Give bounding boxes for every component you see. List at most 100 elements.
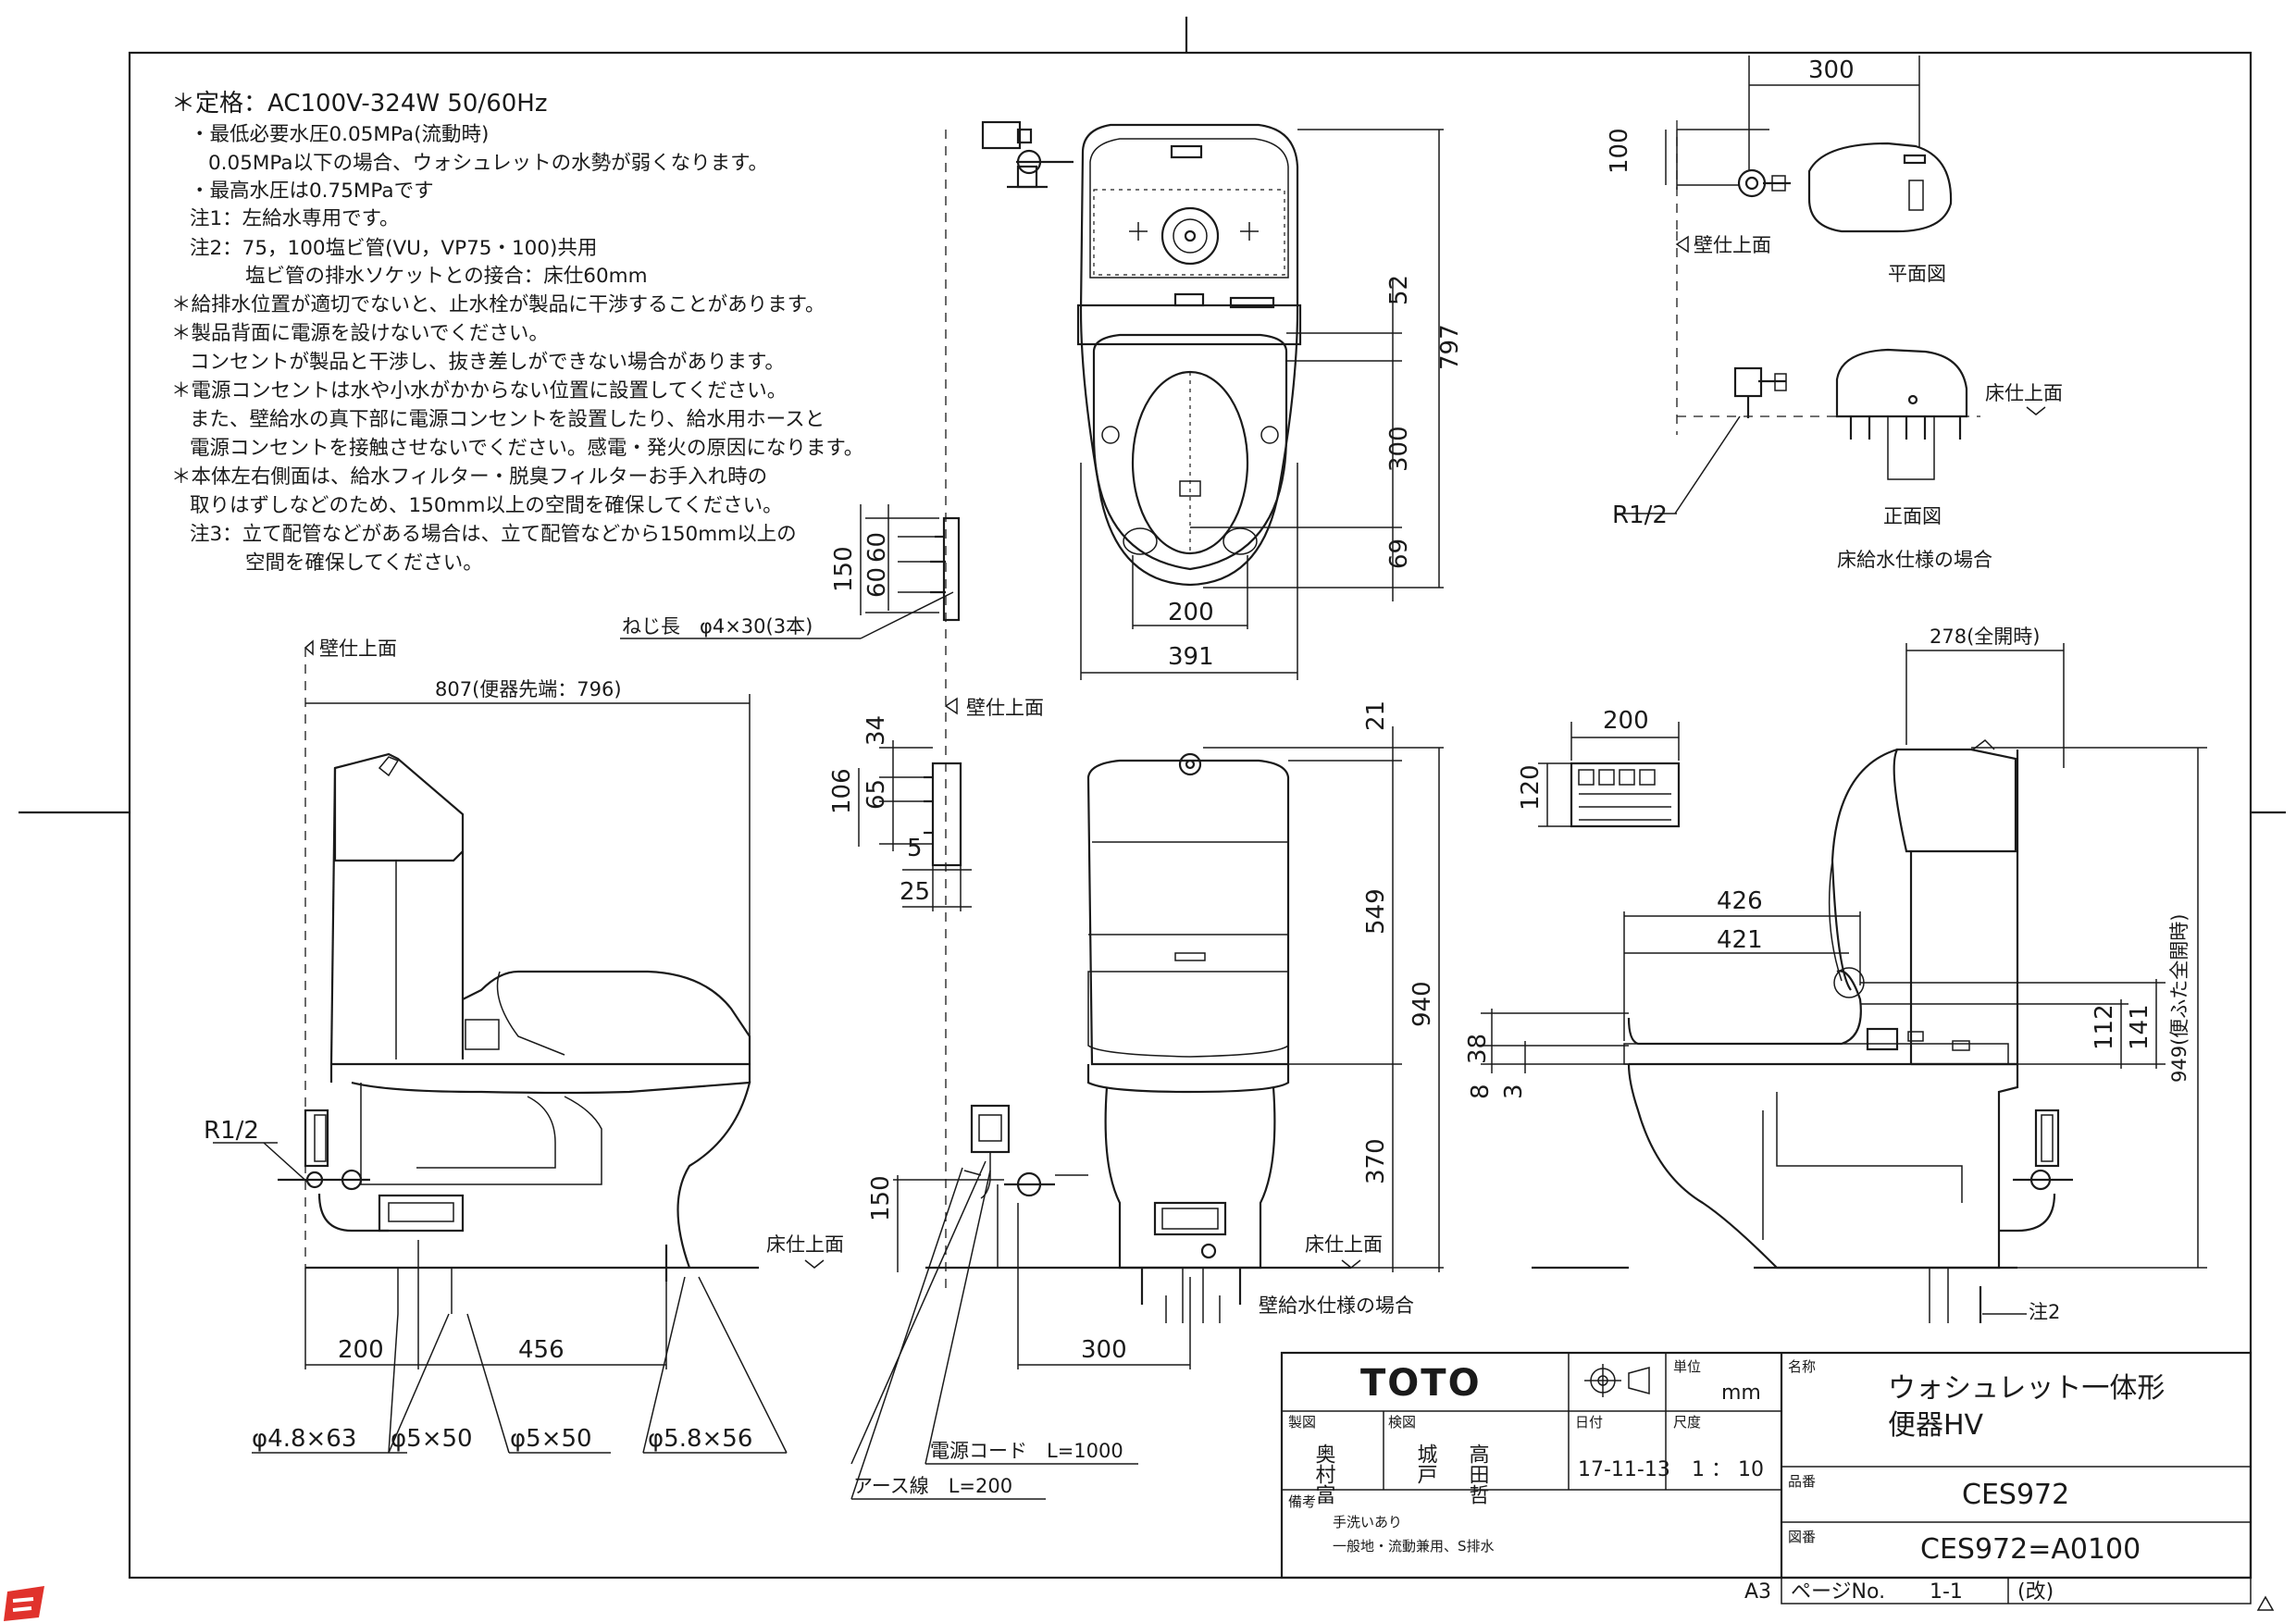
plan-view-label: 平面図 bbox=[1888, 263, 1946, 285]
dim-65: 65 bbox=[863, 779, 890, 810]
revision-label: (改) bbox=[2017, 1580, 2054, 1604]
note-min-pressure-detail: 0.05MPa以下の場合、ウォシュレットの水勢が弱くなります。 bbox=[208, 152, 768, 175]
note-outlet-detail-2: 電源コンセントを接触させないでください。感電・発火の原因になります。 bbox=[190, 437, 863, 460]
name-label: 名称 bbox=[1788, 1358, 1816, 1375]
dim-421: 421 bbox=[1717, 926, 1763, 954]
unit-value: mm bbox=[1721, 1381, 1761, 1405]
remark-1: 手洗いあり bbox=[1333, 1514, 1402, 1530]
dim-112: 112 bbox=[2091, 1004, 2118, 1050]
dim-3: 3 bbox=[1500, 1084, 1528, 1099]
remote-side-detail: 34 106 65 5 25 壁仕上面 bbox=[828, 697, 1044, 911]
dim-370: 370 bbox=[1362, 1138, 1390, 1184]
product-name-line2: 便器HV bbox=[1888, 1409, 1984, 1442]
screw-3: φ5×50 bbox=[510, 1425, 592, 1453]
note-outlet: ＊電源コンセントは水や小水がかからない位置に設置してください。 bbox=[171, 379, 787, 403]
note-2: 注2：75，100塩ビ管(VU，VP75・100)共用 bbox=[190, 237, 597, 260]
note-min-pressure: ・最低必要水圧0.05MPa(流動時) bbox=[190, 123, 489, 146]
dim-200-side: 200 bbox=[338, 1336, 384, 1364]
dim-120: 120 bbox=[1517, 764, 1545, 811]
plan-view: 100 300 壁仕上面 平面図 bbox=[1606, 56, 1953, 435]
front-view-floor-supply: 床仕上面 正面図 床給水仕様の場合 R1/2 bbox=[1612, 348, 2063, 571]
remarks-label: 備考 bbox=[1288, 1493, 1316, 1510]
dim-940: 940 bbox=[1409, 981, 1436, 1027]
wall-finish-label-plan: 壁仕上面 bbox=[1694, 234, 1771, 256]
title-block: TOTO 単位 mm 名称 ウォシュレット一体形 便器HV 製図 奥村富 検図 … bbox=[1280, 1351, 2275, 1611]
scale-label: 尺度 bbox=[1673, 1414, 1701, 1431]
screw-1: φ4.8×63 bbox=[252, 1425, 356, 1453]
remark-2: 一般地・流動兼用、S排水 bbox=[1333, 1538, 1495, 1555]
page-value: 1-1 bbox=[1930, 1580, 1963, 1604]
note-max-pressure: ・最高水圧は0.75MPaです bbox=[190, 180, 434, 203]
wall-finish-label-side: 壁仕上面 bbox=[319, 638, 397, 660]
note-position: ＊給排水位置が適切でないと、止水栓が製品に干渉することがあります。 bbox=[171, 293, 825, 316]
note-3-detail: 空間を確保してください。 bbox=[245, 551, 483, 575]
front-view-label: 正面図 bbox=[1883, 505, 1942, 527]
unit-label: 単位 bbox=[1673, 1358, 1701, 1375]
wall-supply-label: 壁給水仕様の場合 bbox=[1259, 1295, 1414, 1317]
note-1: 注1：左給水専用です。 bbox=[190, 207, 400, 230]
note-outlet-detail-1: また、壁給水の真下部に電源コンセントを設置したり、給水用ホースと bbox=[190, 408, 825, 431]
notes-block: ＊定格：AC100V-324W 50/60Hz ・最低必要水圧0.05MPa(流… bbox=[171, 90, 863, 575]
bracket-detail: 150 60 60 ねじ長 φ4×30(3本) bbox=[620, 504, 961, 639]
dim-456: 456 bbox=[518, 1336, 565, 1364]
dim-200-top: 200 bbox=[1168, 599, 1214, 626]
dim-797: 797 bbox=[1436, 324, 1464, 370]
screw-label: ねじ長 φ4×30(3本) bbox=[622, 615, 813, 638]
drawing-no: CES972=A0100 bbox=[1920, 1533, 2141, 1566]
part-no-label: 品番 bbox=[1788, 1473, 1816, 1490]
r12-label-side: R1/2 bbox=[204, 1117, 259, 1145]
dim-150-elev: 150 bbox=[867, 1175, 895, 1221]
note-2-detail: 塩ビ管の排水ソケットとの接合：床仕60mm bbox=[245, 265, 648, 288]
dim-8: 8 bbox=[1467, 1084, 1495, 1099]
page-label: ページNo. bbox=[1791, 1580, 1885, 1604]
floor-finish-label-front: 床仕上面 bbox=[1985, 382, 2063, 404]
sheet-size: A3 bbox=[1744, 1580, 1771, 1604]
dim-52: 52 bbox=[1385, 275, 1413, 305]
corner-logo-mark bbox=[4, 1586, 44, 1621]
checker-label: 検図 bbox=[1388, 1414, 1416, 1431]
remote-control: 200 120 bbox=[1517, 707, 1681, 828]
note-power-back: ＊製品背面に電源を設けないでください。 bbox=[171, 322, 549, 345]
top-view: 52 797 300 69 200 391 bbox=[945, 120, 1464, 1291]
drafter-name: 奥村富 bbox=[1312, 1443, 1336, 1505]
date-value: 17-11-13 bbox=[1578, 1458, 1670, 1481]
dim-391: 391 bbox=[1168, 643, 1214, 671]
dim-60a: 60 bbox=[863, 532, 891, 563]
left-side-view: 壁仕上面 床仕上面 bbox=[204, 638, 844, 1454]
power-cord-label: 電源コード L=1000 bbox=[930, 1440, 1123, 1462]
supply-valve bbox=[981, 120, 1074, 189]
dim-300-plan: 300 bbox=[1808, 56, 1855, 84]
dim-25: 25 bbox=[900, 878, 930, 906]
right-side-view: 注2 278(全開時) 949(便ふた全開時) 426 421 38 8 3 bbox=[1464, 626, 2207, 1323]
floor-finish-label-side: 床仕上面 bbox=[766, 1233, 844, 1256]
part-no: CES972 bbox=[1962, 1479, 2069, 1511]
toto-logo: TOTO bbox=[1360, 1362, 1482, 1405]
dim-150-bracket: 150 bbox=[830, 546, 858, 592]
dim-21: 21 bbox=[1362, 700, 1390, 731]
dim-426: 426 bbox=[1717, 887, 1763, 915]
date-label: 日付 bbox=[1575, 1414, 1603, 1431]
dim-38: 38 bbox=[1464, 1034, 1492, 1064]
top-view-dims: 52 797 300 69 200 391 bbox=[1080, 129, 1464, 680]
dim-34: 34 bbox=[863, 715, 890, 746]
floor-finish-label-elev: 床仕上面 bbox=[1305, 1233, 1383, 1256]
dim-300-elev: 300 bbox=[1081, 1336, 1127, 1364]
wall-finish-label-remote: 壁仕上面 bbox=[966, 697, 1044, 719]
screw-2: φ5×50 bbox=[391, 1425, 473, 1453]
dim-141: 141 bbox=[2126, 1004, 2153, 1050]
scale-value: 1 ： 10 bbox=[1692, 1458, 1764, 1481]
note2-label: 注2 bbox=[2029, 1301, 2060, 1323]
approver-name: 高田哲 bbox=[1466, 1443, 1489, 1505]
dim-549: 549 bbox=[1362, 888, 1390, 935]
dim-200-remote: 200 bbox=[1603, 707, 1649, 735]
dim-5: 5 bbox=[907, 835, 923, 862]
front-elevation: 床仕上面 21 549 940 370 150 300 bbox=[850, 700, 1444, 1500]
note-rating: ＊定格：AC100V-324W 50/60Hz bbox=[171, 90, 547, 118]
earth-wire-label: アース線 L=200 bbox=[853, 1475, 1012, 1497]
dim-100: 100 bbox=[1606, 128, 1633, 174]
dim-60b: 60 bbox=[863, 567, 891, 598]
dim-949: 949(便ふた全開時) bbox=[2168, 914, 2191, 1083]
drafter-label: 製図 bbox=[1288, 1414, 1316, 1431]
dim-807: 807(便器先端：796) bbox=[435, 678, 622, 700]
